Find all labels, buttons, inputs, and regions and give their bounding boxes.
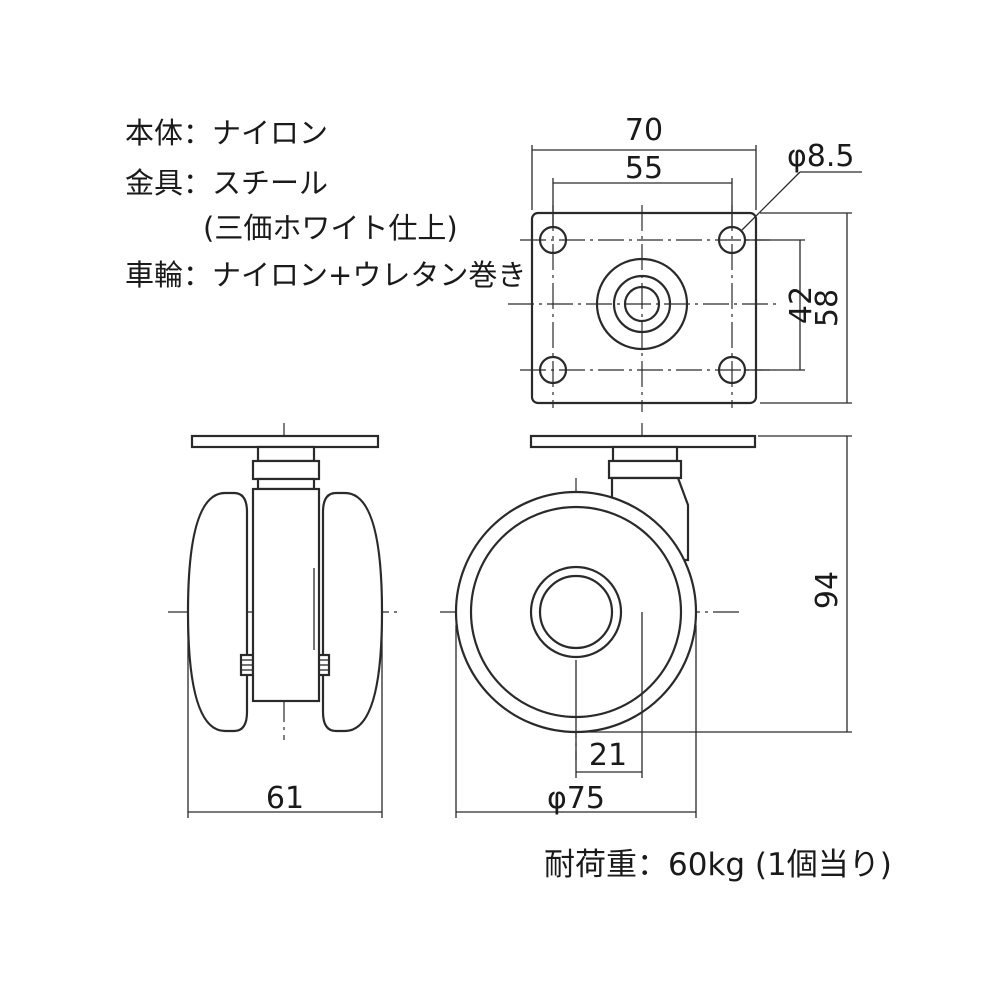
dim-total-width: 61 <box>266 781 304 816</box>
dim-hole-pitch-x: 55 <box>625 151 663 186</box>
dim-plate-width: 70 <box>625 113 663 148</box>
spec-body-label: 本体： <box>125 116 213 150</box>
spec-wheel-label: 車輪： <box>125 258 213 292</box>
front-view: 61 <box>168 423 402 818</box>
front-wheel-right <box>321 491 384 733</box>
dim-hole-diameter: φ8.5 <box>787 139 855 174</box>
dim-plate-depth: 58 <box>810 289 845 327</box>
spec-body-value: ナイロン <box>212 116 329 150</box>
dim-hub-width: 21 <box>589 738 627 773</box>
side-wheel-hub <box>529 565 623 659</box>
front-wheel-left <box>186 491 249 733</box>
dim-wheel-diameter: φ75 <box>547 781 605 816</box>
mount-hole-top-left <box>538 225 568 255</box>
spec-fitting: 金具：スチール <box>125 160 328 202</box>
mounting-plate <box>530 211 758 405</box>
spec-fitting-label: 金具： <box>125 166 213 200</box>
front-body <box>251 487 321 703</box>
side-plate <box>529 434 757 449</box>
spec-fitting-finish: (三価ホワイト仕上) <box>203 211 458 245</box>
side-view: 21 φ75 94 <box>440 423 852 818</box>
spec-wheel: 車輪：ナイロン+ウレタン巻き <box>125 252 526 294</box>
dim-overall-height: 94 <box>810 571 845 609</box>
load-capacity: 耐荷重：60kg (1個当り) <box>544 847 892 883</box>
mount-hole-bottom-left <box>538 355 568 385</box>
spec-wheel-value: ナイロン+ウレタン巻き <box>212 258 527 292</box>
mount-hole-bottom-right <box>717 355 747 385</box>
swivel-boss <box>595 257 689 351</box>
dim-hole-pitch-y: 42 <box>784 286 819 324</box>
mount-hole-top-right <box>717 225 747 255</box>
spec-fitting-value: スチール <box>212 166 329 200</box>
top-view: 70 55 φ8.5 42 58 <box>508 113 862 412</box>
front-plate <box>190 434 380 449</box>
spec-body: 本体：ナイロン <box>125 110 328 152</box>
front-stem <box>256 445 316 463</box>
